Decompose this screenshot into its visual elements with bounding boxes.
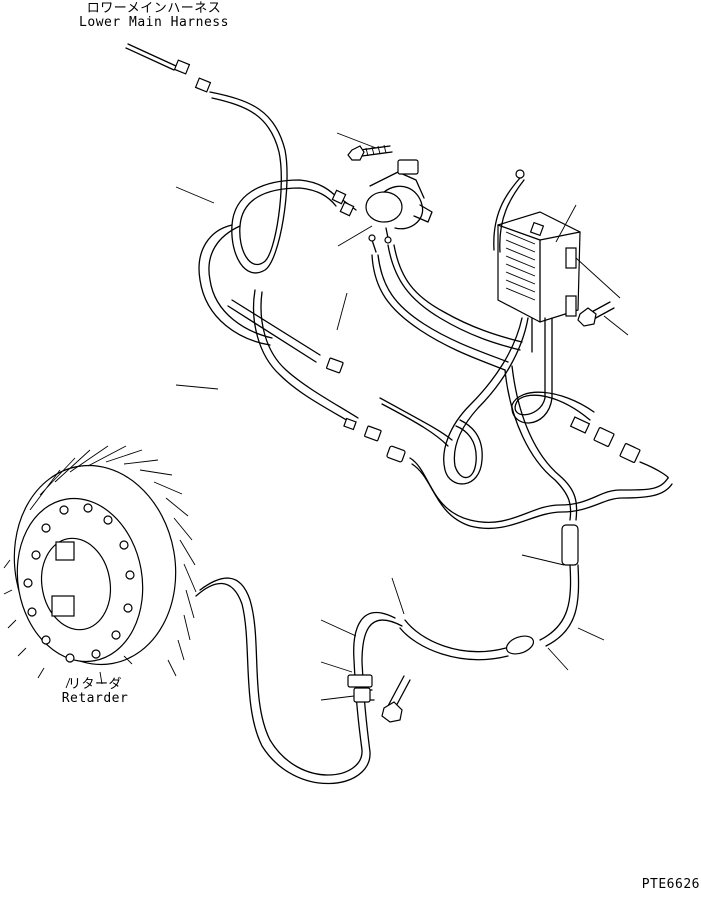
lower-main-harness-connector <box>125 43 212 93</box>
retarder-label-en: Retarder <box>61 691 129 706</box>
bolt-right <box>577 301 615 327</box>
controller-harness <box>443 317 641 485</box>
bolt-lower <box>381 675 411 723</box>
lower-harness <box>195 524 580 785</box>
lower-main-harness-label-jp: ロワーメインハーネス <box>86 1 222 16</box>
right-harness <box>379 365 673 530</box>
retarder-label: リターダ Retarder <box>40 678 150 706</box>
speed-sensor <box>331 159 433 253</box>
lower-main-harness-label: ロワーメインハーネス Lower Main Harness <box>64 2 244 30</box>
ground-wire <box>493 169 525 253</box>
controller-box <box>497 211 581 399</box>
sensor-wires <box>371 244 523 371</box>
bolt-top <box>347 144 393 161</box>
retarder-label-jp: リターダ <box>67 677 122 692</box>
main-harness-loop <box>198 91 382 442</box>
drawing-number: PTE6626 <box>641 877 700 892</box>
retarder <box>3 445 197 689</box>
leader-lines <box>175 132 629 701</box>
lower-main-harness-label-en: Lower Main Harness <box>79 15 229 30</box>
